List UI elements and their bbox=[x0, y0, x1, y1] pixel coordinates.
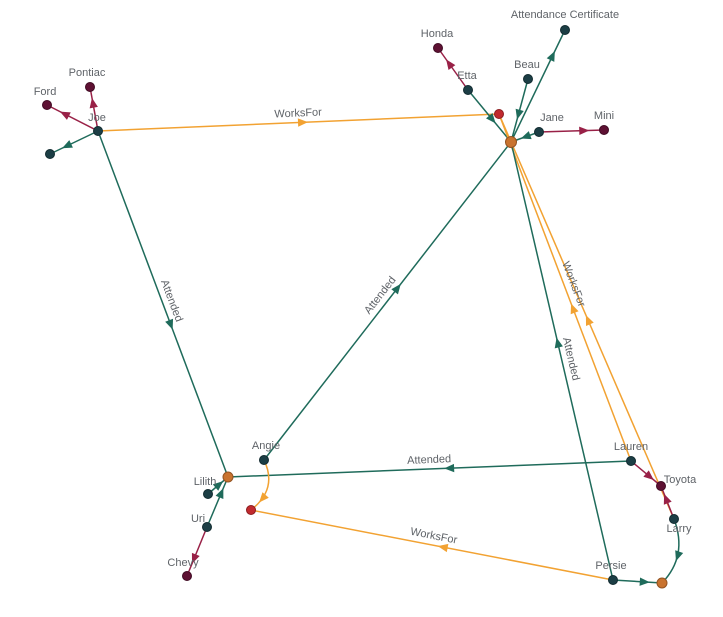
edge-label: WorksFor bbox=[409, 526, 458, 547]
node-label: Jane bbox=[540, 112, 564, 124]
node-lilith[interactable] bbox=[203, 489, 213, 499]
node-uri[interactable] bbox=[202, 522, 212, 532]
arrowhead-icon bbox=[585, 315, 594, 326]
node-attcert[interactable] bbox=[560, 25, 570, 35]
node-beau[interactable] bbox=[523, 74, 533, 84]
arrowhead-icon bbox=[663, 493, 672, 505]
edge-lauren-toyota[interactable] bbox=[630, 460, 662, 487]
node-event3[interactable] bbox=[656, 577, 668, 589]
node-company2[interactable] bbox=[246, 505, 256, 515]
arrowhead-icon bbox=[444, 463, 455, 473]
edge-event1-attcert[interactable] bbox=[510, 29, 566, 143]
arrowheads-layer bbox=[59, 51, 684, 586]
node-chevy[interactable] bbox=[182, 571, 192, 581]
node-label: Beau bbox=[514, 59, 540, 71]
node-label: Lilith bbox=[194, 476, 217, 488]
node-label: Attendance Certificate bbox=[511, 9, 619, 21]
arrowhead-icon bbox=[215, 488, 224, 499]
node-pontiac[interactable] bbox=[85, 82, 95, 92]
edge-label: Attended bbox=[560, 336, 582, 382]
edge-uri-chevy[interactable] bbox=[186, 526, 208, 577]
node-ford[interactable] bbox=[42, 100, 52, 110]
node-label: Ford bbox=[34, 86, 57, 98]
node-friend[interactable] bbox=[45, 149, 55, 159]
edge-joe-pontiac[interactable] bbox=[89, 86, 99, 132]
node-label: Lauren bbox=[614, 441, 648, 453]
edge-uri-event2[interactable] bbox=[206, 476, 229, 528]
arrowhead-icon bbox=[297, 118, 309, 127]
node-toyota[interactable] bbox=[656, 481, 666, 491]
node-label: Joe bbox=[88, 112, 106, 124]
arrowhead-icon bbox=[165, 318, 174, 330]
arrowhead-icon bbox=[546, 51, 555, 62]
arrowhead-icon bbox=[191, 552, 200, 564]
edge-persie-event3[interactable] bbox=[612, 579, 663, 584]
arrowhead-icon bbox=[515, 108, 524, 120]
node-angie[interactable] bbox=[259, 455, 269, 465]
arrowhead-icon bbox=[639, 577, 650, 586]
edge-lauren-company1[interactable] bbox=[498, 113, 632, 462]
node-label: Angie bbox=[252, 440, 280, 452]
node-label: Persie bbox=[595, 560, 626, 572]
node-persie[interactable] bbox=[608, 575, 618, 585]
edge-persie-company2[interactable] bbox=[250, 509, 614, 581]
edge-angie-company2[interactable] bbox=[250, 459, 270, 511]
node-company1[interactable] bbox=[494, 109, 504, 119]
arrowhead-icon bbox=[554, 337, 563, 349]
arrowhead-icon bbox=[486, 113, 496, 124]
arrowhead-icon bbox=[570, 303, 579, 315]
edge-joe-friend[interactable] bbox=[49, 130, 99, 155]
node-jane[interactable] bbox=[534, 127, 544, 137]
node-honda[interactable] bbox=[433, 43, 443, 53]
arrowhead-icon bbox=[259, 492, 269, 503]
arrowhead-icon bbox=[212, 481, 224, 491]
arrowhead-icon bbox=[579, 126, 590, 135]
arrowhead-icon bbox=[437, 543, 449, 553]
node-joe[interactable] bbox=[93, 126, 103, 136]
node-event1[interactable] bbox=[505, 136, 517, 148]
arrowhead-icon bbox=[643, 470, 654, 480]
edge-joe-event2[interactable] bbox=[97, 130, 229, 478]
node-larry[interactable] bbox=[669, 514, 679, 524]
edges-layer bbox=[46, 29, 680, 584]
node-label: Uri bbox=[191, 513, 205, 525]
node-label: Toyota bbox=[664, 474, 697, 486]
arrowhead-icon bbox=[391, 283, 401, 295]
edge-label: Attended bbox=[407, 453, 451, 467]
node-label: Mini bbox=[594, 110, 614, 122]
arrowhead-icon bbox=[89, 97, 98, 109]
node-label: Chevy bbox=[167, 557, 199, 569]
arrowhead-icon bbox=[520, 131, 532, 140]
arrowhead-icon bbox=[675, 550, 684, 562]
node-label: Etta bbox=[457, 70, 477, 82]
edge-label: WorksFor bbox=[274, 106, 322, 120]
arrowhead-icon bbox=[59, 111, 71, 120]
edge-angie-event1[interactable] bbox=[263, 141, 512, 461]
node-mini[interactable] bbox=[599, 125, 609, 135]
edge-lauren-event2[interactable] bbox=[227, 460, 632, 478]
edge-persie-event1[interactable] bbox=[510, 141, 614, 581]
nodes-layer bbox=[42, 25, 679, 589]
node-event2[interactable] bbox=[222, 471, 234, 483]
edge-joe-ford[interactable] bbox=[46, 104, 99, 132]
arrowhead-icon bbox=[446, 59, 456, 70]
node-label: Larry bbox=[666, 523, 692, 535]
edge-etta-honda[interactable] bbox=[437, 47, 469, 91]
node-label: Honda bbox=[421, 28, 454, 40]
node-label: Pontiac bbox=[69, 67, 106, 79]
edge-jane-mini[interactable] bbox=[538, 129, 605, 133]
node-lauren[interactable] bbox=[626, 456, 636, 466]
node-etta[interactable] bbox=[463, 85, 473, 95]
arrowhead-icon bbox=[62, 140, 73, 149]
